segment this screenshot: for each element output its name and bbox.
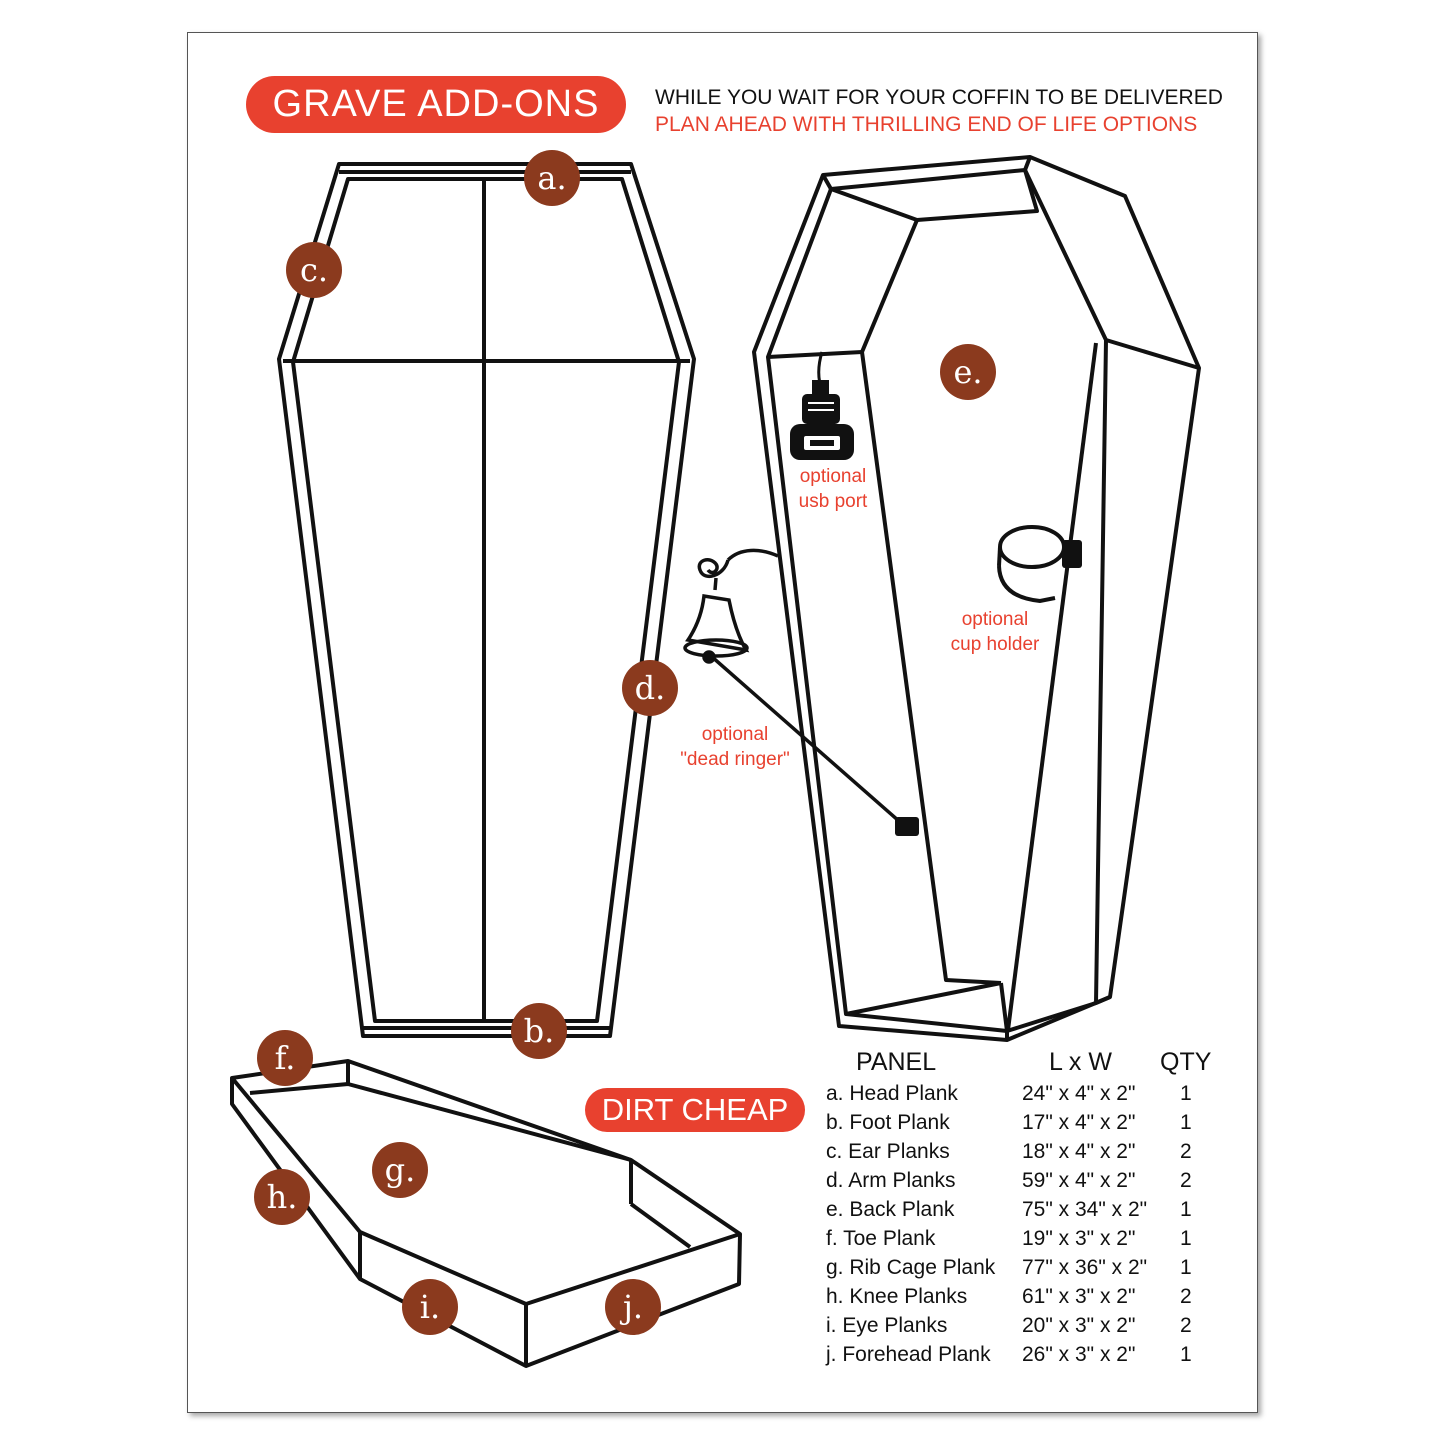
panel-name: c. Ear Planks <box>826 1140 950 1163</box>
panel-dims: 26" x 3" x 2" <box>1022 1343 1136 1366</box>
badge-b: b. <box>511 1003 567 1059</box>
panel-name: e. Back Plank <box>826 1198 955 1221</box>
panel-name: d. Arm Planks <box>826 1169 956 1192</box>
panel-name: a. Head Plank <box>826 1082 958 1105</box>
tagline-delivery: WHILE YOU WAIT FOR YOUR COFFIN TO BE DEL… <box>655 86 1223 109</box>
panel-dims: 59" x 4" x 2" <box>1022 1169 1136 1192</box>
tagline-options: PLAN AHEAD WITH THRILLING END OF LIFE OP… <box>655 113 1198 136</box>
usb-port-note: optional usb port <box>798 466 868 512</box>
badge-e: e. <box>940 344 996 400</box>
badge-j: j. <box>605 1279 661 1335</box>
table-header-qty: QTY <box>1160 1048 1212 1076</box>
panel-dims: 75" x 34" x 2" <box>1022 1198 1148 1221</box>
badge-g: g. <box>372 1142 428 1198</box>
table-row: j. Forehead Plank 26" x 3" x 2" 1 <box>826 1343 1226 1372</box>
table-row: b. Foot Plank 17" x 4" x 2" 1 <box>826 1111 1226 1140</box>
panel-qty: 2 <box>1180 1169 1192 1192</box>
table-row: g. Rib Cage Plank 77" x 36" x 2" 1 <box>826 1256 1226 1285</box>
cup-holder-icon <box>997 525 1082 604</box>
panel-name: b. Foot Plank <box>826 1111 950 1134</box>
panel-qty: 1 <box>1180 1111 1192 1134</box>
panel-qty: 2 <box>1180 1314 1192 1337</box>
ringer-pull-handle <box>895 817 919 836</box>
badge-a: a. <box>524 150 580 206</box>
panel-name: f. Toe Plank <box>826 1227 936 1250</box>
cup-holder-note: optional cup holder <box>950 609 1040 655</box>
table-header-dims: L x W <box>1049 1048 1112 1076</box>
page-title: GRAVE ADD-ONS <box>246 76 626 133</box>
panel-name: i. Eye Planks <box>826 1314 948 1337</box>
panel-qty: 1 <box>1180 1198 1192 1221</box>
table-row: i. Eye Planks 20" x 3" x 2" 2 <box>826 1314 1226 1343</box>
coffin-open-box <box>752 155 1201 1042</box>
panel-name: g. Rib Cage Plank <box>826 1256 996 1279</box>
panel-qty: 2 <box>1180 1140 1192 1163</box>
page-sheet <box>187 32 1258 1413</box>
table-row: e. Back Plank 75" x 34" x 2" 1 <box>826 1198 1226 1227</box>
coffin-front-view <box>277 162 696 1038</box>
table-header-panel: PANEL <box>856 1048 937 1076</box>
usb-port-icon <box>790 351 854 460</box>
panel-dims: 24" x 4" x 2" <box>1022 1082 1136 1105</box>
dirt-cheap-label: DIRT CHEAP <box>585 1088 805 1132</box>
panel-dims: 19" x 3" x 2" <box>1022 1227 1136 1250</box>
table-row: c. Ear Planks 18" x 4" x 2" 2 <box>826 1140 1226 1169</box>
badge-c: c. <box>286 242 342 298</box>
panel-dims: 18" x 4" x 2" <box>1022 1140 1136 1163</box>
badge-h: h. <box>254 1169 310 1225</box>
panel-name: j. Forehead Plank <box>826 1343 991 1366</box>
panel-qty: 2 <box>1180 1285 1192 1308</box>
table-row: a. Head Plank 24" x 4" x 2" 1 <box>826 1082 1226 1111</box>
badge-f: f. <box>257 1030 313 1086</box>
panel-name: h. Knee Planks <box>826 1285 968 1308</box>
panel-dims: 77" x 36" x 2" <box>1022 1256 1148 1279</box>
badge-i: i. <box>402 1279 458 1335</box>
panel-qty: 1 <box>1180 1082 1192 1105</box>
table-row: f. Toe Plank 19" x 3" x 2" 1 <box>826 1227 1226 1256</box>
table-row: h. Knee Planks 61" x 3" x 2" 2 <box>826 1285 1226 1314</box>
dead-ringer-note: optional "dead ringer" <box>680 724 790 770</box>
badge-d: d. <box>622 660 678 716</box>
panel-dims: 61" x 3" x 2" <box>1022 1285 1136 1308</box>
coffin-lid <box>230 1059 742 1368</box>
panel-dims: 17" x 4" x 2" <box>1022 1111 1136 1134</box>
panel-dims: 20" x 3" x 2" <box>1022 1314 1136 1337</box>
panel-qty: 1 <box>1180 1256 1192 1279</box>
dead-ringer-bell-icon <box>683 548 902 824</box>
table-row: d. Arm Planks 59" x 4" x 2" 2 <box>826 1169 1226 1198</box>
panel-qty: 1 <box>1180 1227 1192 1250</box>
panel-qty: 1 <box>1180 1343 1192 1366</box>
